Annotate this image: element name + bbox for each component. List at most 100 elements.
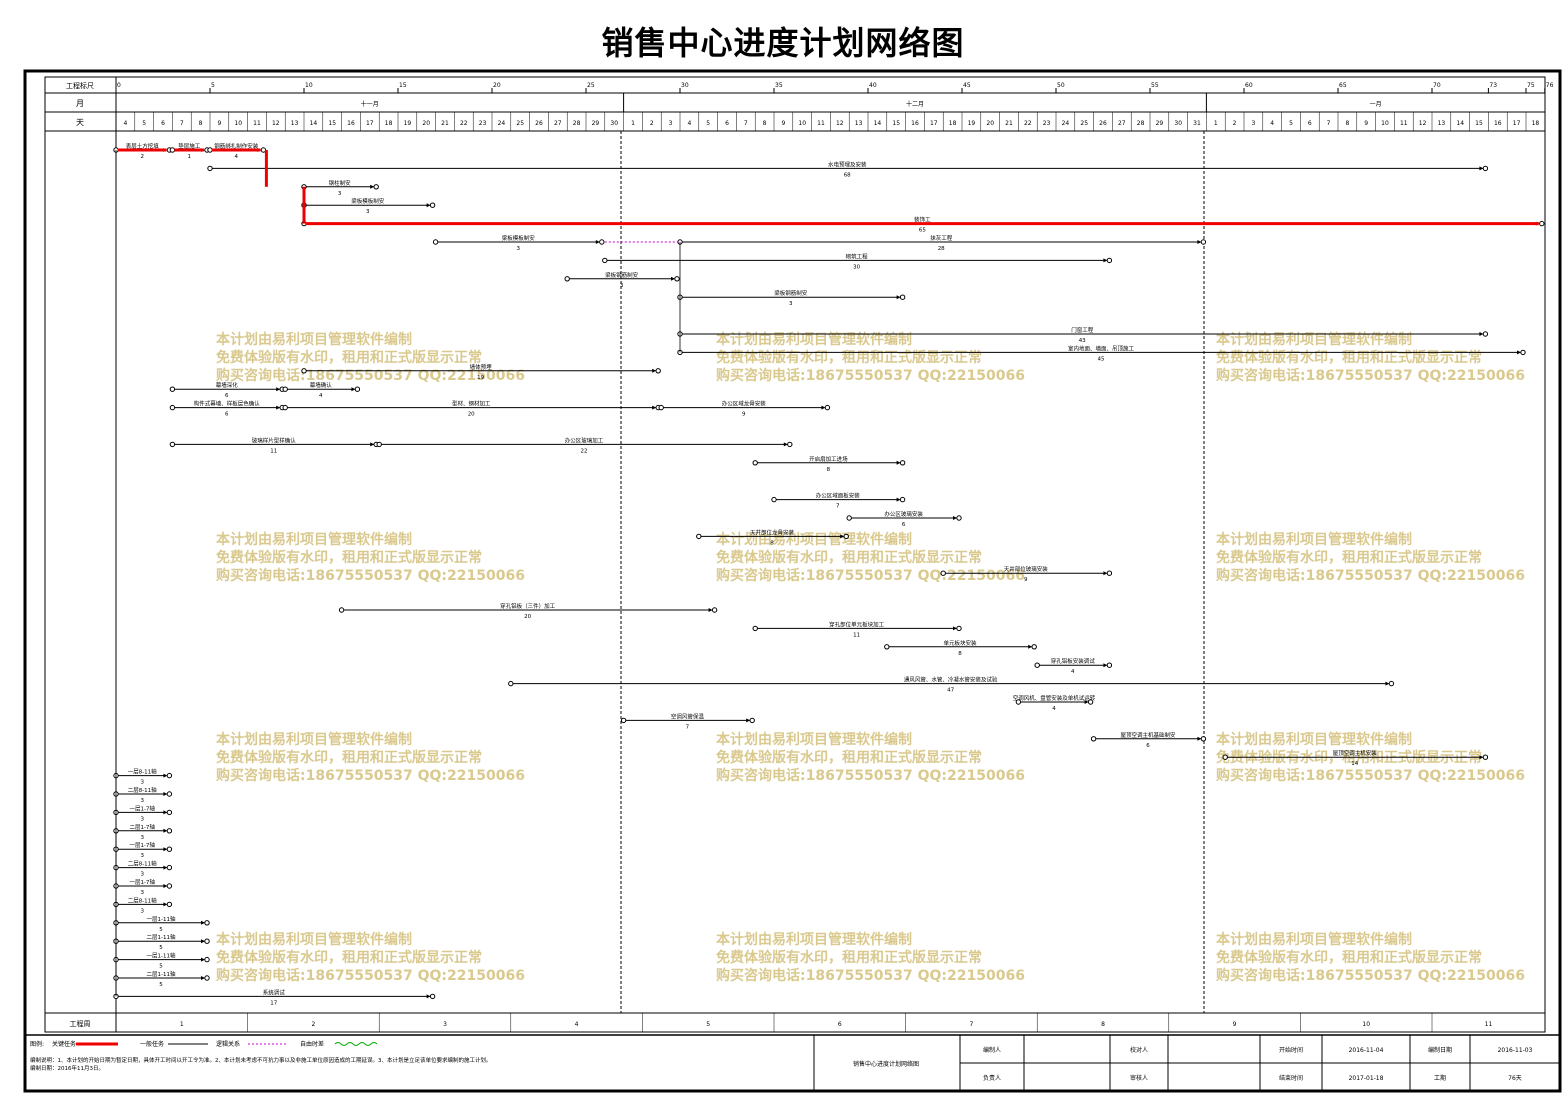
task-duration: 20	[468, 412, 475, 418]
arrow-head	[821, 405, 826, 410]
week-cell: 1	[180, 1021, 184, 1028]
day-cell: 7	[180, 120, 184, 127]
month-cell: 十二月	[906, 100, 924, 108]
day-cell: 26	[1099, 120, 1107, 127]
event-node	[373, 184, 379, 190]
arrow-head	[953, 516, 957, 520]
day-cell: 2	[650, 120, 654, 127]
task-duration: 4	[1071, 669, 1075, 675]
day-cell: 12	[836, 120, 844, 127]
legend-date-note: 编制日期：2016年11月3日。	[30, 1064, 104, 1072]
legend-float: 自由时差	[300, 1040, 324, 1048]
task-name: 穿孔部位单元板块加工	[829, 620, 885, 628]
task-duration: 5	[159, 927, 163, 933]
scale-tick-label: 25	[587, 82, 595, 89]
scale-tick-label: 60	[1245, 82, 1253, 89]
day-cell: 25	[1080, 120, 1088, 127]
task-name: 型材、钢材加工	[452, 400, 491, 408]
month-cell: 十一月	[361, 100, 379, 108]
event-node	[204, 975, 210, 981]
day-cell: 29	[1156, 120, 1164, 127]
event-node	[956, 515, 962, 521]
scale-tick-label: 70	[1433, 82, 1441, 89]
watermark-text: 本计划由易利项目管理软件编制	[716, 731, 912, 748]
watermark-text: 免费体验版有水印，租用和正式版显示正常	[1216, 949, 1482, 966]
event-node	[899, 294, 906, 300]
scale-tick-label: 0	[117, 82, 121, 89]
day-cell: 6	[161, 120, 165, 127]
day-scale-label: 工程标尺	[66, 81, 94, 90]
event-node	[1106, 662, 1113, 668]
watermark-text: 购买咨询电话:18675550537 QQ:22150066	[716, 567, 1025, 584]
task-name: 二层8-11轴	[128, 896, 157, 904]
day-cell: 5	[1289, 120, 1293, 127]
event-node	[711, 607, 718, 613]
watermark-text: 免费体验版有水印，租用和正式版显示正常	[216, 749, 482, 766]
watermark-text: 本计划由易利项目管理软件编制	[716, 331, 912, 348]
arrow-head	[746, 718, 751, 723]
event-node	[1106, 570, 1113, 576]
event-node	[884, 644, 890, 650]
week-cell: 9	[1233, 1021, 1237, 1028]
task-duration: 3	[620, 283, 624, 289]
arrow-head	[163, 902, 168, 907]
legend-note: 编制说明：1、本计划的开始日期为暂定日期，具体开工时间以开工令为准。2、本计划未…	[30, 1056, 492, 1064]
scale-tick-label: 5	[211, 82, 215, 89]
event-node	[166, 846, 173, 852]
arrow-head	[1479, 755, 1484, 760]
day-cell: 1	[631, 120, 635, 127]
event-node	[429, 202, 436, 208]
day-cell: 13	[1438, 120, 1446, 127]
footer-end-value: 2017-01-18	[1349, 1075, 1384, 1082]
scale-tick-label: 76	[1546, 82, 1554, 89]
day-cell: 19	[404, 120, 412, 127]
event-node	[1482, 754, 1489, 760]
legend-dummy: 逻辑关系	[216, 1040, 240, 1048]
event-node	[599, 239, 605, 245]
week-cell: 5	[706, 1021, 710, 1028]
day-label: 天	[76, 118, 84, 127]
event-node	[508, 680, 514, 687]
day-cell: 16	[911, 120, 919, 127]
task-name: 穿孔铝板安装调试	[1051, 657, 1096, 665]
footer-person-label: 负责人	[983, 1074, 1001, 1082]
day-cell: 18	[1532, 120, 1540, 127]
day-cell: 30	[610, 120, 618, 127]
task-duration: 22	[581, 448, 588, 454]
day-cell: 22	[1024, 120, 1032, 127]
watermark-text: 本计划由易利项目管理软件编制	[216, 531, 412, 548]
task-duration: 43	[1079, 338, 1086, 344]
day-cell: 8	[199, 120, 203, 127]
task-duration: 65	[919, 228, 926, 234]
arrow-head	[595, 240, 600, 244]
task-name: 空调风机、盘管安装及单机试运转	[1013, 694, 1096, 702]
month-cells: 十一月十二月一月	[361, 93, 1382, 112]
task-name: 梁板钢筋制安	[605, 271, 639, 279]
event-node	[655, 368, 661, 374]
task-name: 砌筑工程	[846, 252, 869, 260]
task-duration: 3	[140, 872, 144, 878]
scale-tick-label: 35	[775, 82, 783, 89]
day-cell: 8	[1345, 120, 1349, 127]
day-cell: 14	[310, 120, 318, 127]
week-cell: 11	[1485, 1021, 1493, 1028]
event-node	[282, 386, 288, 392]
task-name: 墙体预埋	[470, 363, 493, 371]
day-cell: 23	[1043, 120, 1051, 127]
arrow-head	[163, 847, 168, 852]
task-duration: 3	[140, 835, 144, 841]
day-cell: 7	[1327, 120, 1331, 127]
week-label: 工程周	[70, 1019, 91, 1028]
event-node	[787, 441, 793, 448]
month-label: 月	[76, 99, 84, 108]
scale-tick-label: 75	[1527, 82, 1535, 89]
day-cell: 14	[1456, 120, 1464, 127]
footer-start-value: 2016-11-04	[1349, 1047, 1384, 1054]
event-node	[1200, 239, 1207, 245]
day-cell: 2	[1233, 120, 1237, 127]
day-cell: 20	[422, 120, 430, 127]
watermark-text: 免费体验版有水印，租用和正式版显示正常	[716, 749, 982, 766]
